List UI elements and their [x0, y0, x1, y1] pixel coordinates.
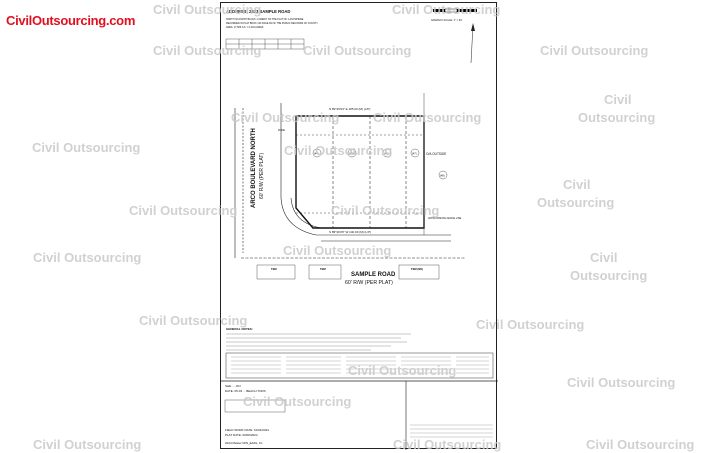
lot-48: (48): [440, 174, 445, 178]
titleblock-line-2: DATE: 05-03 ... BEACH TODS: [225, 389, 266, 393]
watermark: Civil: [590, 250, 618, 265]
legal-line-2: RECORDED IN PLAT BOOK 123 PAGE 99 OF THE…: [226, 22, 318, 25]
certification-lines: [410, 424, 493, 438]
brand-logo: CivilOutsourcing.com: [6, 13, 136, 28]
titleblock-line-4: PLAT DATE: 00/00/2024: [225, 433, 258, 437]
south-road: [241, 234, 466, 259]
watermark: Civil Outsourcing: [153, 2, 262, 17]
watermark: Civil Outsourcing: [231, 110, 340, 125]
tbm-2: TBM: [320, 267, 326, 271]
north-arrow-icon: [470, 23, 475, 64]
tbm-boxes: [256, 264, 440, 280]
watermark: Civil Outsourcing: [373, 110, 482, 125]
watermark: Civil Outsourcing: [283, 243, 392, 258]
header-table: [225, 38, 305, 50]
legend-box: [225, 352, 494, 379]
west-road-rw: 60' R/W (PER PLAT): [259, 153, 265, 199]
general-notes-lines: [226, 333, 411, 351]
parcel-boundary: [295, 115, 425, 229]
watermark: Civil Outsourcing: [331, 203, 440, 218]
watermark: Civil Outsourcing: [476, 317, 585, 332]
legal-line-1: NORTH 32 NORTH BLOCK 1 CREDIT OF THE PLA…: [226, 18, 304, 21]
watermark: Outsourcing: [537, 195, 615, 210]
watermark: Civil: [604, 92, 632, 107]
outside-label: O/A OUTSIDE: [426, 152, 446, 156]
lot-46: (46): [384, 152, 389, 156]
watermark: Outsourcing: [570, 268, 648, 283]
lot-47: (47): [412, 152, 417, 156]
watermark: Civil Outsourcing: [393, 437, 502, 452]
watermark: Civil Outsourcing: [586, 437, 695, 452]
tbm-3: TBM (ND): [411, 267, 423, 271]
titleblock-line-5: 2024 Master MIN_EARL, FL: [225, 441, 263, 445]
graphic-scale-text: GRAPHIC SCALE: 1" = 30': [431, 18, 463, 22]
survey-sheet: ADDRESS: 2323 SAMPLE ROAD NORTH 32 NORTH…: [220, 2, 498, 450]
watermark: Civil Outsourcing: [284, 143, 393, 158]
watermark: Civil Outsourcing: [33, 437, 142, 452]
south-bearing: S 89°30'26" W 140.00 (M) (L/P): [329, 230, 371, 234]
general-notes-title: GENERAL NOTES:: [226, 327, 253, 331]
watermark: Civil Outsourcing: [303, 43, 412, 58]
titleblock-line-3: FIELD WORK DATE: 10/04/2024: [225, 428, 269, 432]
zone-label: ZONE: [278, 129, 285, 132]
watermark: Civil Outsourcing: [567, 375, 676, 390]
titleblock-stamp-box: [224, 399, 286, 413]
watermark: Civil Outsourcing: [33, 250, 142, 265]
south-road-name: SAMPLE ROAD: [351, 272, 396, 278]
watermark: Civil Outsourcing: [129, 203, 238, 218]
lot-44: (44): [314, 152, 319, 156]
graphic-scale-bar: [433, 8, 477, 13]
west-road-name: ARCO BOULEVARD NORTH: [251, 128, 257, 208]
legal-line-3: AREA: 17,586 S.F. = 0.404 ACRES: [226, 26, 264, 29]
north-bearing: N 89°39'04" E 185.00 (M) (L/P): [329, 107, 370, 111]
legend-lines: [231, 356, 489, 374]
lot-45: (45): [349, 152, 354, 156]
watermark: Civil Outsourcing: [139, 313, 248, 328]
watermark: Outsourcing: [578, 110, 656, 125]
watermark: Civil Outsourcing: [540, 43, 649, 58]
watermark: Civil Outsourcing: [348, 363, 457, 378]
watermark: Civil Outsourcing: [392, 2, 501, 17]
watermark: Civil Outsourcing: [32, 140, 141, 155]
address-text: ADDRESS: 2323 SAMPLE ROAD: [226, 9, 290, 14]
south-road-rw: 60' R/W (PER PLAT): [345, 280, 393, 286]
approx-fence-label: APPROXIMATE FENCE LINE: [428, 217, 462, 220]
tbm-1: TBM: [271, 267, 277, 271]
lot-markers: [312, 148, 448, 180]
west-road: [234, 103, 322, 258]
watermark: Civil Outsourcing: [243, 394, 352, 409]
watermark: Civil: [563, 177, 591, 192]
titleblock-line-1: SHE... ..DN: [225, 384, 241, 388]
survey-drawing: ADDRESS: 2323 SAMPLE ROAD NORTH 32 NORTH…: [221, 8, 498, 450]
watermark: Civil Outsourcing: [153, 43, 262, 58]
